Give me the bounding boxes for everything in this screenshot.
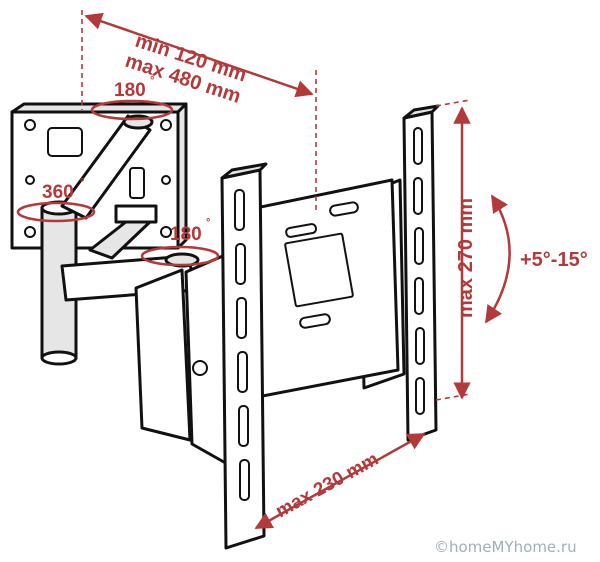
tilt-label: +5°-15° [520,249,588,271]
swing-arm [40,114,200,366]
height-dimension [435,99,471,401]
tv-bracket-right [402,104,440,442]
tilt-arc [484,194,511,324]
watermark: ©homeMYhome.ru [434,538,577,556]
tv-bracket-left [220,162,268,550]
rotation-mid-arc [140,245,220,267]
rotation-left-label: 360 [42,182,74,203]
rotation-mid-label: 180 [170,224,202,245]
degree-mark-icon: ° [80,177,84,189]
rotation-top-arc [90,99,174,121]
degree-mark-icon: ° [150,75,154,87]
vesa-plate [244,178,400,400]
degree-mark-icon: ° [206,217,210,229]
rotation-left-arc [16,201,96,223]
height-label: max 270 mm [455,198,477,318]
width-label: max 230 mm [272,449,382,523]
rotation-top-label: 180 [114,80,146,101]
width-dimension [254,432,426,530]
depth-dimension [81,10,317,210]
